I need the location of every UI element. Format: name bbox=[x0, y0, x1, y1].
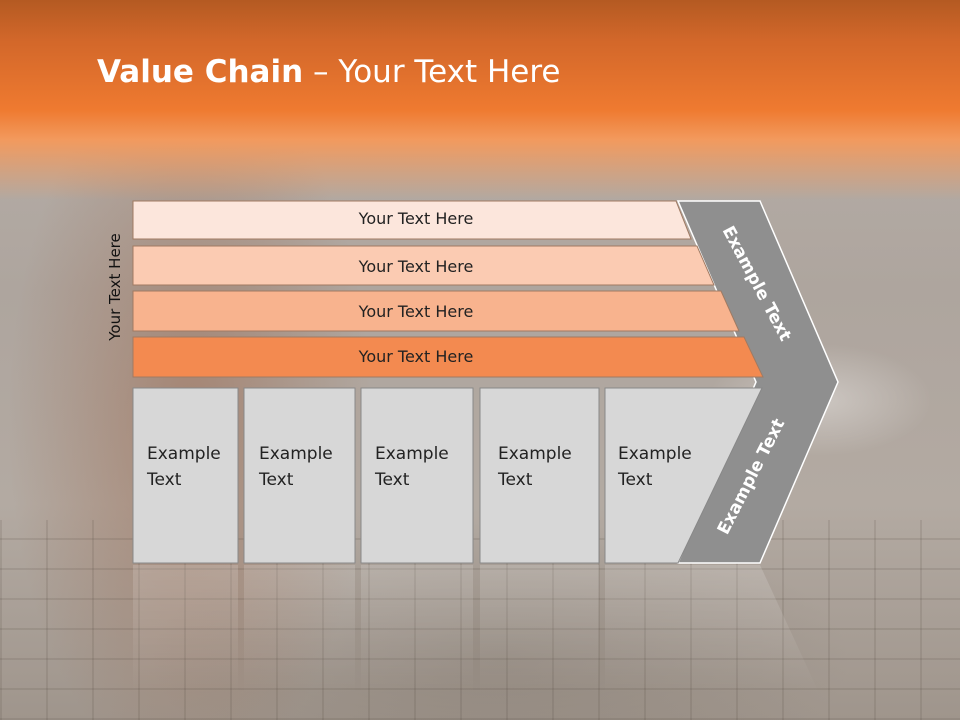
support-bar-2[interactable] bbox=[132, 245, 715, 286]
primary-box-text-5b: Text bbox=[617, 470, 653, 490]
support-bar-label-3: Your Text Here bbox=[358, 302, 474, 321]
header-band bbox=[0, 0, 960, 200]
support-bar-1[interactable] bbox=[132, 200, 692, 240]
support-bar-4[interactable] bbox=[132, 336, 764, 378]
primary-box-text-2a: Example bbox=[259, 444, 333, 464]
primary-box-2[interactable] bbox=[243, 387, 356, 564]
primary-box-text-4a: Example bbox=[498, 444, 572, 464]
primary-box-4[interactable] bbox=[479, 387, 600, 564]
support-bar-label-2: Your Text Here bbox=[358, 257, 474, 276]
support-bar-label-1: Your Text Here bbox=[358, 209, 474, 228]
primary-box-3[interactable] bbox=[360, 387, 474, 564]
title-bold: Value Chain bbox=[97, 54, 304, 90]
primary-box-text-3a: Example bbox=[375, 444, 449, 464]
primary-box-text-4b: Text bbox=[497, 470, 533, 490]
primary-box-text-2b: Text bbox=[258, 470, 294, 490]
primary-box-text-1b: Text bbox=[146, 470, 182, 490]
primary-box-text-3b: Text bbox=[374, 470, 410, 490]
primary-box-text-5a: Example bbox=[618, 444, 692, 464]
primary-box-text-1a: Example bbox=[147, 444, 221, 464]
reflection bbox=[133, 565, 820, 695]
primary-box-5[interactable] bbox=[604, 387, 763, 564]
support-bar-3[interactable] bbox=[132, 290, 740, 332]
title-rest: – Your Text Here bbox=[303, 54, 561, 90]
support-bar-label-4: Your Text Here bbox=[358, 347, 474, 366]
primary-box-1[interactable] bbox=[132, 387, 239, 564]
slide-title[interactable]: Value Chain – Your Text Here bbox=[97, 54, 560, 90]
